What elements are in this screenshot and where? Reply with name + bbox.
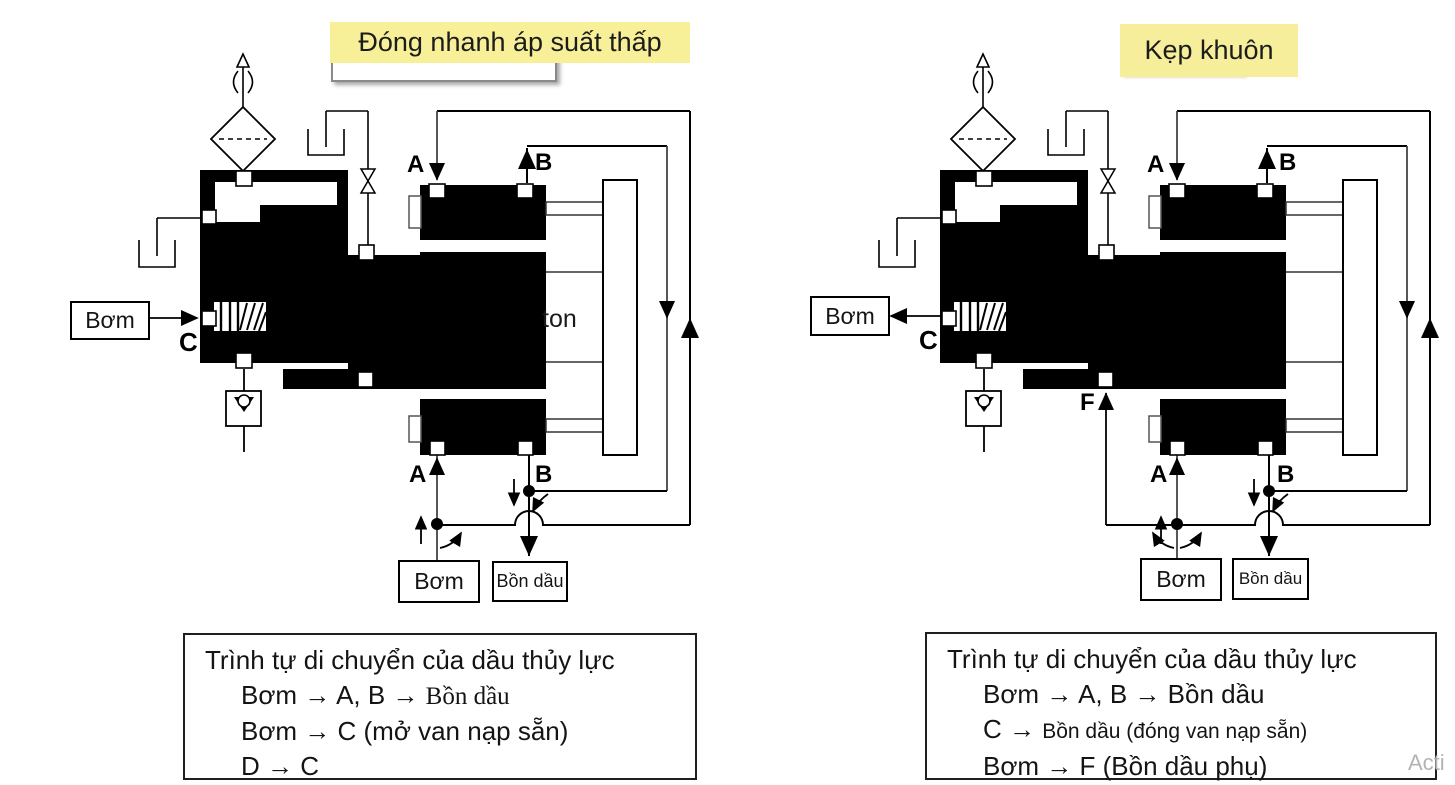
right-oil-tank-label: Bồn dầu [1238, 569, 1303, 588]
right-title-text: Kẹp khuôn [1144, 35, 1274, 65]
breather-arrow-icon [235, 52, 251, 68]
port [941, 209, 957, 225]
right-port-c-label: C [919, 325, 938, 355]
port [201, 209, 217, 225]
right-pump-side-label: Bơm [825, 302, 875, 329]
platen [602, 179, 638, 456]
port [235, 352, 253, 369]
left-title-text: Đóng nhanh áp suất thấp [358, 27, 662, 57]
port-b-top [516, 183, 534, 199]
right-sequence-title: Trình tự di chuyển của dầu thủy lực [947, 644, 1357, 674]
left-sequence-line2: Bơm → C (mở van nạp sẵn) [241, 716, 569, 746]
valve-icon [1099, 168, 1117, 183]
port-d [357, 371, 374, 388]
left-port-c-label: C [179, 327, 198, 357]
check-valve-icon [225, 390, 262, 427]
breather-arrow-icon [975, 52, 991, 68]
left-port-b-top-label: B [535, 149, 553, 176]
activate-watermark-fragment: Acti [1408, 750, 1445, 775]
right-sequence-line3: Bơm → F (Bồn dầu phụ) [983, 751, 1268, 781]
left-port-a-top-label: A [407, 151, 425, 178]
port-b-bottom [1257, 440, 1274, 456]
right-pump-bottom-box: Bơm [1140, 558, 1222, 601]
left-pump-side-box: Bơm [70, 301, 150, 340]
platen [1342, 179, 1378, 456]
left-oil-tank-label: Bồn dầu [496, 571, 564, 591]
left-sequence-box: Trình tự di chuyển của dầu thủy lực Bơm … [183, 633, 697, 781]
left-diagram-linework [138, 52, 699, 560]
right-port-b-bottom-label: B [1277, 461, 1295, 488]
port-b-bottom [517, 440, 534, 456]
port [975, 352, 993, 369]
left-sequence-line1: Bơm → A, B → Bồn dầu [241, 678, 695, 714]
port-a-bottom [1169, 440, 1186, 456]
port-a-top [1168, 183, 1186, 199]
left-sequence-line3: D → C [241, 751, 319, 781]
left-port-a-bottom-label: A [409, 461, 427, 488]
port-b-top [1256, 183, 1274, 199]
right-title-highlight [1120, 24, 1298, 77]
right-sequence-box: Trình tự di chuyển của dầu thủy lực Bơm … [925, 632, 1437, 781]
left-pump-side-label: Bơm [85, 307, 135, 333]
port-c [941, 310, 957, 327]
left-seq-line1-prefix: Bơm → A, B → [241, 680, 426, 710]
right-title: Kẹp khuôn [1120, 24, 1298, 77]
port [235, 170, 253, 187]
left-piston-text-fragment: ton [542, 305, 577, 333]
port-c [201, 310, 217, 327]
port-a-bottom [429, 440, 446, 456]
port [1098, 244, 1115, 261]
left-port-b-bottom-label: B [535, 461, 553, 488]
right-pump-side-box: Bơm [810, 296, 890, 336]
right-sequence-line1: Bơm → A, B → Bồn dầu [983, 679, 1265, 709]
port-a-top [428, 183, 446, 199]
right-port-a-top-label: A [1147, 151, 1165, 178]
right-pump-bottom-label: Bơm [1156, 566, 1206, 592]
left-title: Đóng nhanh áp suất thấp [330, 22, 690, 63]
left-oil-tank-box: Bồn dầu [492, 561, 568, 602]
right-oil-tank-box: Bồn dầu [1232, 558, 1309, 600]
right-seq-line2-prefix: C → [983, 714, 1043, 744]
right-seq-line2-rest: Bồn dầu (đóng van nạp sẵn) [1042, 720, 1308, 743]
valve-icon [359, 168, 377, 183]
right-port-b-top-label: B [1279, 149, 1297, 176]
left-pump-bottom-label: Bơm [414, 568, 464, 594]
port [975, 170, 993, 187]
right-port-a-bottom-label: A [1150, 461, 1168, 488]
port-f [1097, 371, 1114, 388]
port [358, 244, 375, 261]
right-port-f-label: F [1080, 389, 1095, 416]
right-diagram-linework [878, 52, 1439, 560]
left-seq-line1-tank: Bồn dầu [425, 683, 510, 710]
right-sequence-line2: C → Bồn dầu (đóng van nạp sẵn) [983, 712, 1435, 749]
left-sequence-title: Trình tự di chuyển của dầu thủy lực [205, 645, 615, 675]
left-pump-bottom-box: Bơm [398, 560, 480, 603]
